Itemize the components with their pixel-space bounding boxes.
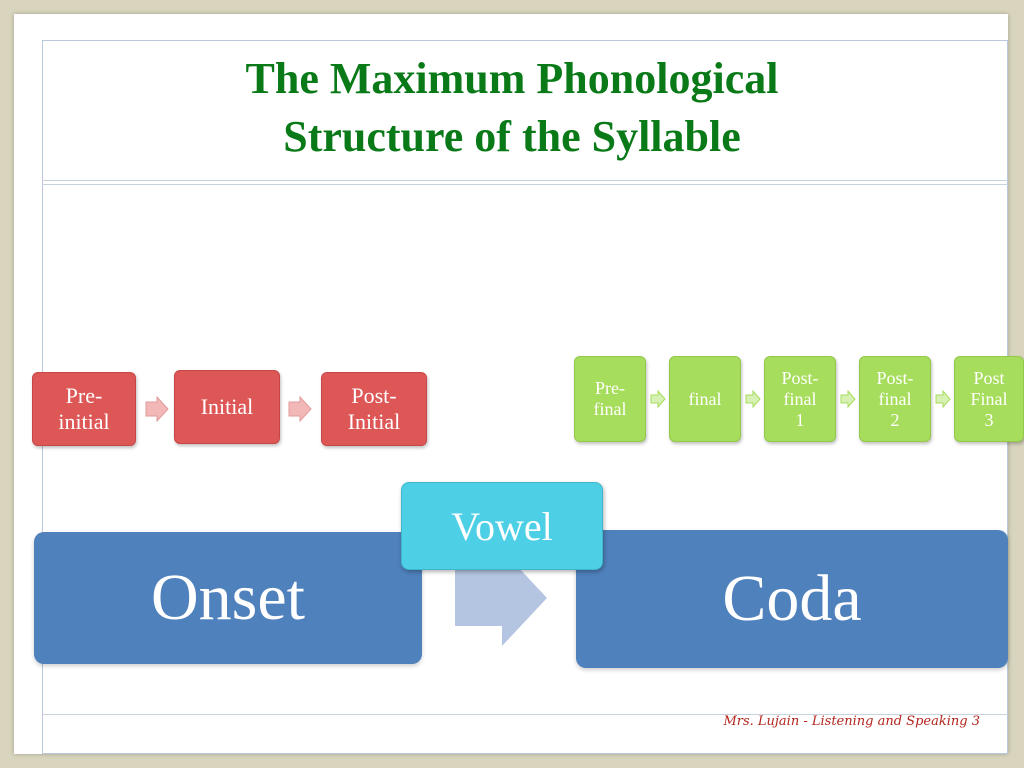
final-label: final <box>688 388 722 409</box>
post-final-1-box: Post- final 1 <box>764 356 836 442</box>
arrow-right-icon <box>840 390 856 408</box>
post-final-3-line-1: Post <box>973 367 1005 388</box>
pre-initial-box: Pre- initial <box>32 372 136 446</box>
final-box: final <box>669 356 741 442</box>
post-final-3-box: Post Final 3 <box>954 356 1024 442</box>
post-initial-line-1: Post- <box>351 383 397 408</box>
arrow-right-icon <box>935 390 951 408</box>
post-final-3-line-3: 3 <box>984 409 994 430</box>
post-final-2-box: Post- final 2 <box>859 356 931 442</box>
post-initial-box: Post- Initial <box>321 372 427 446</box>
onset-box: Onset <box>34 532 422 664</box>
post-final-3-line-2: Final <box>970 388 1008 409</box>
post-final-1-line-3: 1 <box>795 409 805 430</box>
pre-final-box: Pre- final <box>574 356 646 442</box>
post-initial-line-2: Initial <box>347 409 401 434</box>
coda-box: Coda <box>576 530 1008 668</box>
footer-divider <box>42 714 1008 715</box>
initial-box: Initial <box>174 370 280 444</box>
post-final-2-line-1: Post- <box>876 367 914 388</box>
post-final-1-line-2: final <box>783 388 817 409</box>
arrow-right-icon <box>145 396 169 422</box>
title-line-2: Structure of the Syllable <box>283 112 741 161</box>
pre-initial-line-1: Pre- <box>65 383 103 408</box>
onset-label: Onset <box>151 561 305 634</box>
vowel-box: Vowel <box>401 482 603 570</box>
arrow-right-icon <box>288 396 312 422</box>
post-final-2-line-3: 2 <box>890 409 900 430</box>
title-divider <box>42 180 1008 181</box>
coda-label: Coda <box>722 562 862 635</box>
slide-title: The Maximum Phonological Structure of th… <box>120 50 904 166</box>
post-final-1-line-1: Post- <box>781 367 819 388</box>
title-divider-second <box>42 184 1008 185</box>
footer-credit: Mrs. Lujain - Listening and Speaking 3 <box>723 714 980 729</box>
arrow-right-icon <box>745 390 761 408</box>
initial-label: Initial <box>200 394 254 419</box>
vowel-label: Vowel <box>451 503 553 549</box>
post-final-2-line-2: final <box>878 388 912 409</box>
arrow-right-icon <box>455 550 547 646</box>
arrow-right-icon <box>650 390 666 408</box>
pre-final-line-1: Pre- <box>595 378 625 398</box>
title-line-1: The Maximum Phonological <box>245 54 779 103</box>
pre-initial-line-2: initial <box>58 409 110 434</box>
pre-final-line-2: final <box>593 399 627 419</box>
